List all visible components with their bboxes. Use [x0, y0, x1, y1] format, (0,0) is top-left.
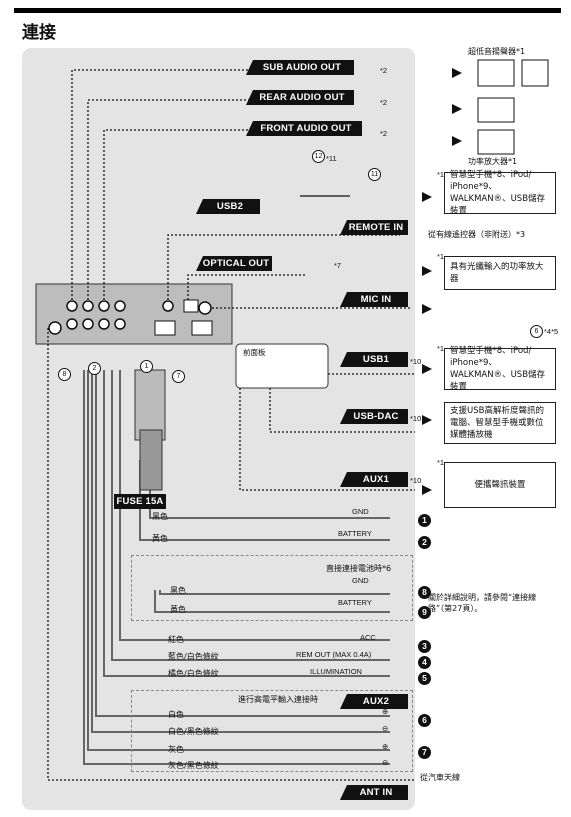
connector-7: 7	[172, 370, 185, 383]
fuse-label: FUSE 15A	[114, 494, 166, 509]
wire-9-color: 黃色	[170, 605, 186, 614]
wire-3-num: 3	[418, 640, 431, 653]
high-level-text: 進行高電平輸入連接時	[238, 695, 318, 704]
sub-audio-out-label: SUB AUDIO OUT	[246, 60, 354, 75]
connector-1: 1	[140, 360, 153, 373]
remote-in-label: REMOTE IN	[340, 220, 408, 235]
direct-battery-text: 直接連接電池時*6	[326, 564, 392, 573]
wire-4-num: 4	[418, 656, 431, 669]
note-45: *4*5	[544, 327, 559, 336]
wire-6a-color: 白色	[168, 710, 184, 719]
usb-dac-label: USB-DAC	[340, 409, 408, 424]
note-2b: *2	[380, 98, 388, 107]
wire-5-num: 5	[418, 672, 431, 685]
aux2-label: AUX2	[340, 694, 408, 709]
antenna-text: 從汽車天線	[420, 773, 460, 782]
usb-dac-device-box: 支援USB高解析度聲訊的電腦、智慧型手機或數位媒體播放機	[444, 402, 556, 444]
wire-5-color: 橘色/白色條紋	[168, 669, 219, 678]
wire-9-signal: BATTERY	[338, 598, 372, 607]
connector-8: 8	[58, 368, 71, 381]
note-2c: *2	[380, 129, 388, 138]
front-panel-text: 前面板	[243, 348, 266, 357]
note-10c: *10	[410, 476, 422, 485]
wire-1-num: 1	[418, 514, 431, 527]
wire-2-num: 2	[418, 536, 431, 549]
wire-8-color: 黑色	[170, 586, 186, 595]
page-title: 連接	[22, 23, 56, 43]
arrows	[422, 68, 462, 495]
ant-in-label: ANT IN	[340, 785, 408, 800]
speaker-icons	[477, 59, 549, 155]
aux1-label: AUX1	[340, 472, 408, 487]
note-11: *11	[326, 154, 337, 163]
details-text: 關於詳細說明，請參閱“連接線路”（第27頁）。	[428, 593, 537, 613]
subwoofer-text: 超低音揚聲器*1	[468, 47, 526, 56]
connector-11: 11	[368, 168, 381, 181]
wire-7b-signal: ⊖	[382, 758, 389, 767]
optical-out-label: OPTICAL OUT	[196, 256, 272, 271]
wire-3-signal: ACC	[360, 633, 376, 642]
harness-wires	[83, 370, 390, 765]
wire-7-num: 7	[418, 746, 431, 759]
wire-8-num: 8	[418, 586, 431, 599]
wire-8-signal: GND	[352, 576, 369, 585]
wire-7b-color: 灰色/黑色條紋	[168, 761, 219, 770]
mic-in-label: MIC IN	[340, 292, 408, 307]
note-10a: *10	[410, 357, 422, 366]
aux2-group	[131, 690, 413, 772]
connector-6: 6	[530, 325, 543, 338]
amplifier-text: 功率放大器*1	[468, 157, 518, 166]
optical-amp-box: 具有光纖輸入的功率放大器	[444, 256, 556, 290]
note-10b: *10	[410, 414, 422, 423]
usb1-device-box: 智慧型手機*8、iPod/ iPhone*9、WALKMAN®、USB儲存裝置	[444, 346, 556, 392]
wire-6-num: 6	[418, 714, 431, 727]
wire-5-signal: ILLUMINATION	[310, 667, 362, 676]
note-1a: *1	[437, 170, 445, 179]
wire-2-signal: BATTERY	[338, 529, 372, 538]
rear-audio-out-label: REAR AUDIO OUT	[246, 90, 354, 105]
note-1c: *1	[437, 344, 445, 353]
wire-4-signal: REM OUT (MAX 0.4A)	[296, 650, 372, 659]
wire-7a-color: 灰色	[168, 745, 184, 754]
connector-2: 2	[88, 362, 101, 375]
wire-1-signal: GND	[352, 507, 369, 516]
front-audio-out-label: FRONT AUDIO OUT	[246, 121, 362, 136]
wire-6b-color: 白色/黑色條紋	[168, 727, 219, 736]
wire-7a-signal: ⊕	[382, 742, 389, 751]
wire-3-color: 紅色	[168, 635, 184, 644]
direct-battery-group	[131, 555, 413, 621]
rca-jacks	[48, 300, 212, 335]
wire-4-color: 藍色/白色條紋	[168, 652, 219, 661]
connector-12: 12	[312, 150, 325, 163]
wire-1-color: 黑色	[152, 512, 168, 521]
note-7: *7	[334, 261, 342, 270]
usb2-device-box: 智慧型手機*8、iPod/ iPhone*9、WALKMAN®、USB儲存裝置	[444, 170, 556, 216]
note-1b: *1	[437, 252, 445, 261]
usb1-label: USB1	[340, 352, 408, 367]
note-2a: *2	[380, 66, 388, 75]
top-rule	[14, 8, 561, 13]
wire-6b-signal: ⊖	[382, 724, 389, 733]
wire-2-color: 黃色	[152, 534, 168, 543]
wire-6a-signal: ⊕	[382, 707, 389, 716]
usb2-label: USB2	[196, 199, 260, 214]
aux1-device-box: 便攜聲訊裝置	[444, 462, 556, 508]
note-1d: *1	[437, 458, 445, 467]
wire-9-num: 9	[418, 606, 431, 619]
remote-text: 從有線遙控器（非附送）*3	[428, 230, 526, 239]
